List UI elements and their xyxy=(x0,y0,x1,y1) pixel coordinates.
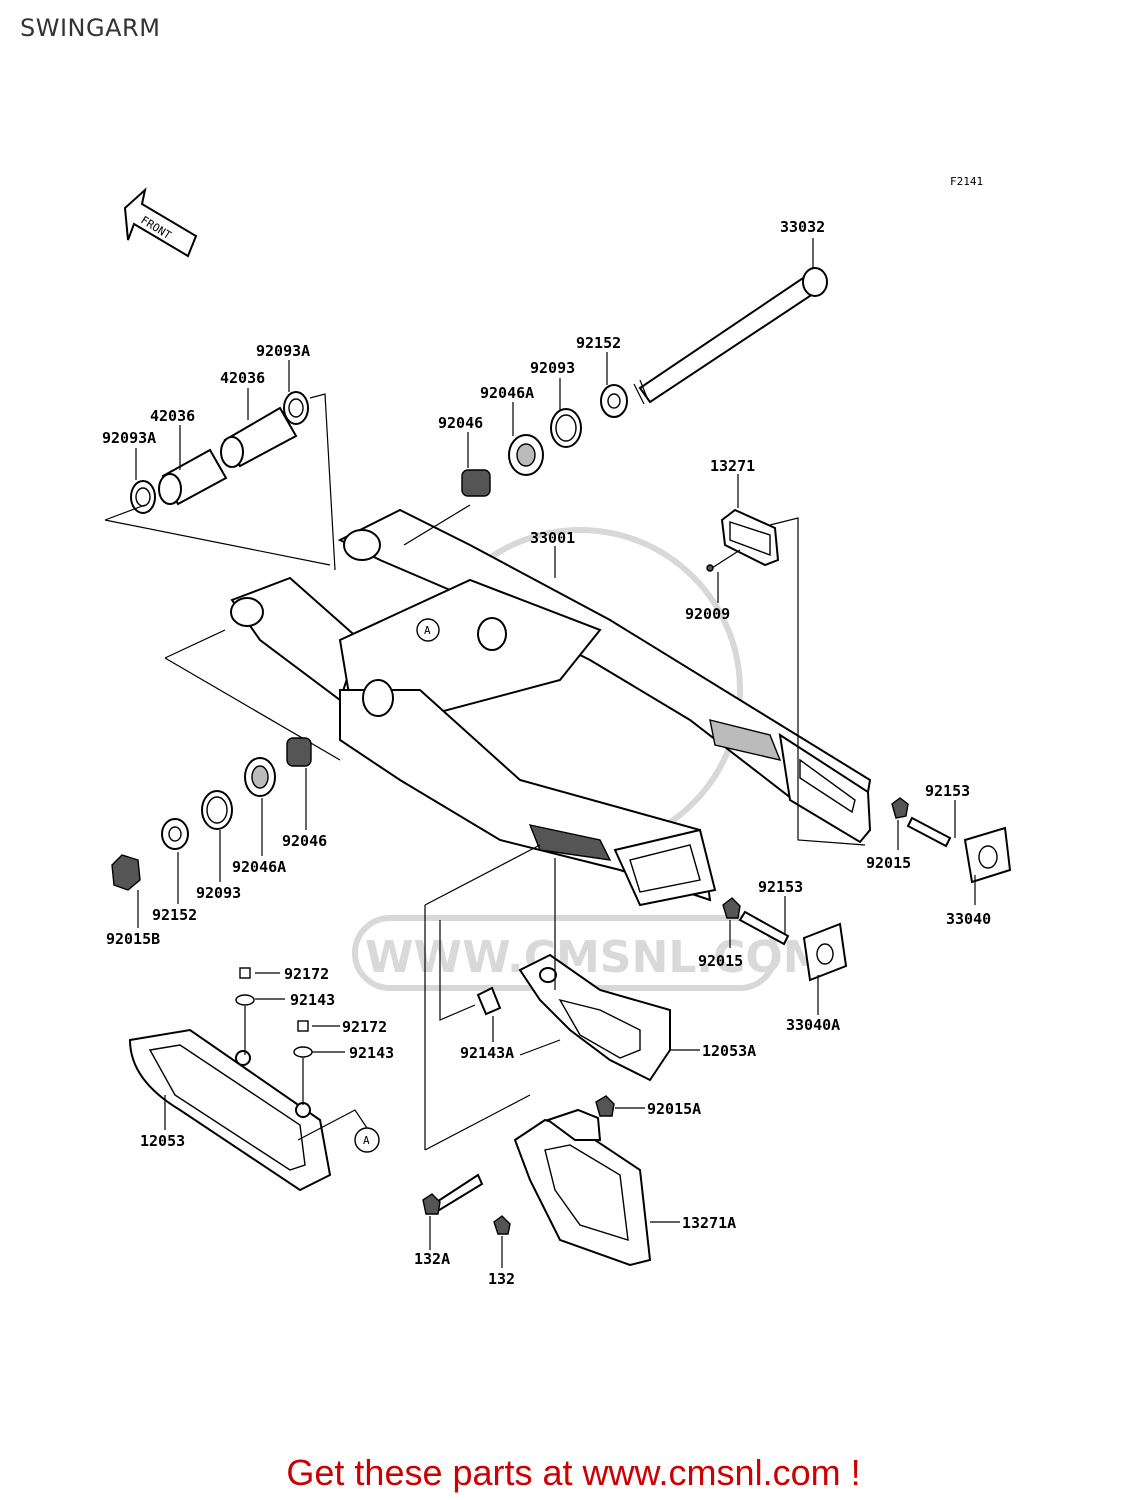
label-92153-right: 92153 xyxy=(925,782,970,800)
label-leaders xyxy=(135,238,976,1268)
label-92172-b: 92172 xyxy=(342,1018,387,1036)
label-92093A-left: 92093A xyxy=(102,429,156,447)
label-92015A: 92015A xyxy=(647,1100,701,1118)
front-arrow-icon: FRONT xyxy=(123,187,198,258)
label-33032: 33032 xyxy=(780,218,825,236)
label-132: 132 xyxy=(488,1270,515,1288)
callout-A-bottom: A xyxy=(354,1127,380,1153)
label-92152-top: 92152 xyxy=(576,334,621,352)
label-92153-mid: 92153 xyxy=(758,878,803,896)
svg-text:A: A xyxy=(363,1134,370,1147)
pivot-parts-lower xyxy=(111,737,312,891)
label-42036: 42036 xyxy=(150,407,195,425)
chain-guide-13271A xyxy=(422,1095,652,1267)
label-33040A: 33040A xyxy=(786,1016,840,1034)
axle-33032 xyxy=(633,267,828,405)
swingarm-33001 xyxy=(230,508,872,907)
label-13271: 13271 xyxy=(710,457,755,475)
label-92046A-mid: 92046A xyxy=(232,858,286,876)
label-92015-right: 92015 xyxy=(866,854,911,872)
label-13271A: 13271A xyxy=(682,1214,736,1232)
label-92093A-top: 92093A xyxy=(256,342,310,360)
label-92009: 92009 xyxy=(685,605,730,623)
label-132A: 132A xyxy=(414,1250,450,1268)
label-92046-mid: 92046 xyxy=(282,832,327,850)
footer-link-text[interactable]: Get these parts at www.cmsnl.com ! xyxy=(286,1452,861,1493)
label-33001: 33001 xyxy=(530,529,575,547)
label-33040: 33040 xyxy=(946,910,991,928)
chain-guide-12053A xyxy=(476,953,671,1082)
watermark-text: WWW.CMSNL.COM xyxy=(365,932,827,983)
label-92015-mid: 92015 xyxy=(698,952,743,970)
label-92046-top: 92046 xyxy=(438,414,483,432)
pivot-parts-right xyxy=(461,384,628,497)
part-labels: 33032 92152 92093 92046A 92046 92093A 42… xyxy=(102,218,991,1288)
label-92172-a: 92172 xyxy=(284,965,329,983)
label-92093-top: 92093 xyxy=(530,359,575,377)
figure-code: F2141 xyxy=(950,175,983,188)
label-92046A-top: 92046A xyxy=(480,384,534,402)
label-12053: 12053 xyxy=(140,1132,185,1150)
svg-text:A: A xyxy=(424,624,431,637)
label-92015B: 92015B xyxy=(106,930,160,948)
callout-A-top: A xyxy=(416,618,440,642)
label-92152-mid: 92152 xyxy=(152,906,197,924)
label-92143-b: 92143 xyxy=(349,1044,394,1062)
label-42036-top: 42036 xyxy=(220,369,265,387)
chain-adjusters xyxy=(722,797,1012,982)
cover-13271 xyxy=(706,508,780,572)
page-title: SWINGARM xyxy=(20,14,161,42)
label-92143-a: 92143 xyxy=(290,991,335,1009)
label-92143A: 92143A xyxy=(460,1044,514,1062)
pivot-parts-left xyxy=(130,391,309,514)
label-92093-mid: 92093 xyxy=(196,884,241,902)
label-12053A: 12053A xyxy=(702,1042,756,1060)
chain-slider-12053 xyxy=(128,967,368,1192)
